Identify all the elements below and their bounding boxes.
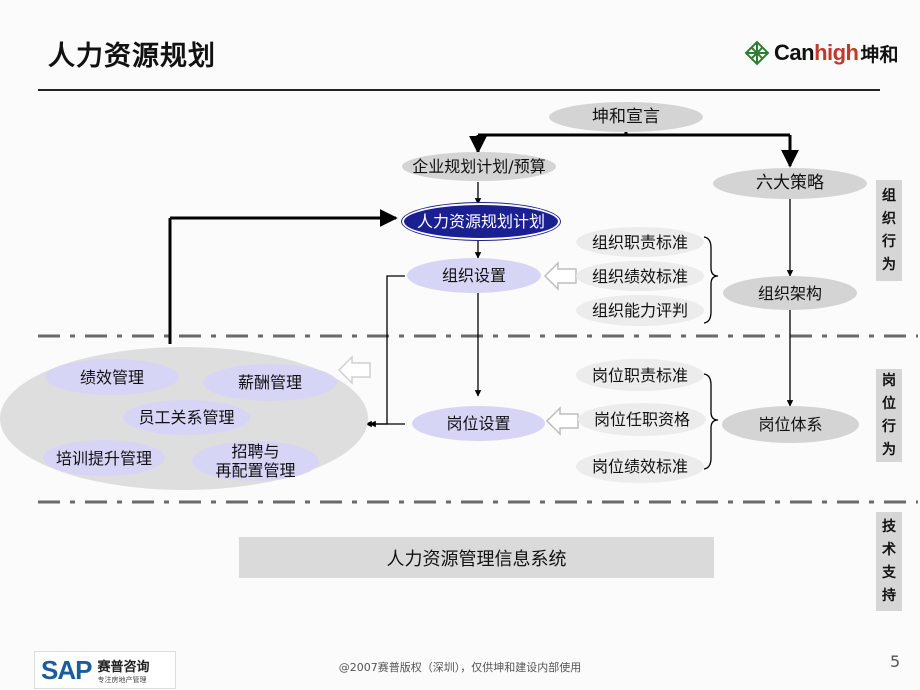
org-structure-node: 组织架构 [723, 276, 857, 310]
hr-functions-hollow-arrow [337, 355, 371, 385]
pos-performance-standard-node: 岗位绩效标准 [576, 450, 704, 483]
hr-info-system-box: 人力资源管理信息系统 [239, 537, 714, 578]
pos-system-node: 岗位体系 [722, 406, 859, 443]
hr-plan-node: 人力资源规划计划 [402, 203, 560, 240]
recruitment-label-line2: 再配置管理 [215, 461, 296, 480]
sap-logo-text: SAP [41, 654, 92, 685]
org-ability-evaluation-node: 组织能力评判 [576, 295, 704, 326]
pos-standards-hollow-arrow [545, 406, 579, 436]
page-title: 人力资源规划 [48, 41, 216, 72]
employee-relations-node: 员工关系管理 [123, 400, 250, 435]
feedback-arrow [168, 209, 398, 344]
org-setup-node: 组织设置 [407, 258, 541, 293]
training-mgmt-node: 培训提升管理 [43, 440, 165, 476]
page-number: 5 [890, 652, 901, 671]
enterprise-plan-node: 企业规划计划/预算 [402, 152, 556, 181]
pos-duty-standard-node: 岗位职责标准 [576, 359, 704, 391]
logo-wordmark: Canhigh [774, 40, 859, 65]
pos-standards-brace [703, 373, 719, 470]
org-performance-standard-node: 组织绩效标准 [576, 261, 704, 291]
copyright-notice: @2007赛普版权（深圳），仅供坤和建设内部使用 [338, 661, 582, 674]
compensation-mgmt-node: 薪酬管理 [203, 364, 337, 401]
org-duty-standard-node: 组织职责标准 [576, 227, 704, 257]
header-divider [38, 89, 880, 91]
pos-setup-node: 岗位设置 [412, 406, 545, 441]
pos-qualification-node: 岗位任职资格 [578, 403, 706, 436]
sap-logo: SAP 赛普咨询 专注房地产管理 [34, 651, 176, 689]
recruitment-label-line1: 招聘与 [231, 442, 280, 461]
side-label-tech-support: 技 术 支 持 [876, 512, 902, 611]
org-standards-brace [703, 236, 719, 324]
org-to-hr-arrow [365, 275, 405, 428]
logo-wordmark-cn: 坤和 [860, 43, 899, 66]
side-label-pos-behavior: 岗 位 行 为 [876, 369, 902, 462]
six-strategies-node: 六大策略 [713, 168, 867, 199]
org-standards-hollow-arrow [543, 261, 577, 291]
sap-logo-slogan: 专注房地产管理 [97, 675, 147, 684]
performance-mgmt-node: 绩效管理 [45, 359, 179, 395]
canhigh-logo: Canhigh 坤和 [744, 36, 899, 70]
sap-logo-cn: 赛普咨询 [97, 659, 150, 675]
kunhe-statement-node: 坤和宣言 [549, 102, 703, 132]
canhigh-logo-icon [744, 40, 770, 66]
recruitment-node: 招聘与 再配置管理 [192, 441, 319, 481]
side-label-org-behavior: 组 织 行 为 [876, 180, 902, 281]
